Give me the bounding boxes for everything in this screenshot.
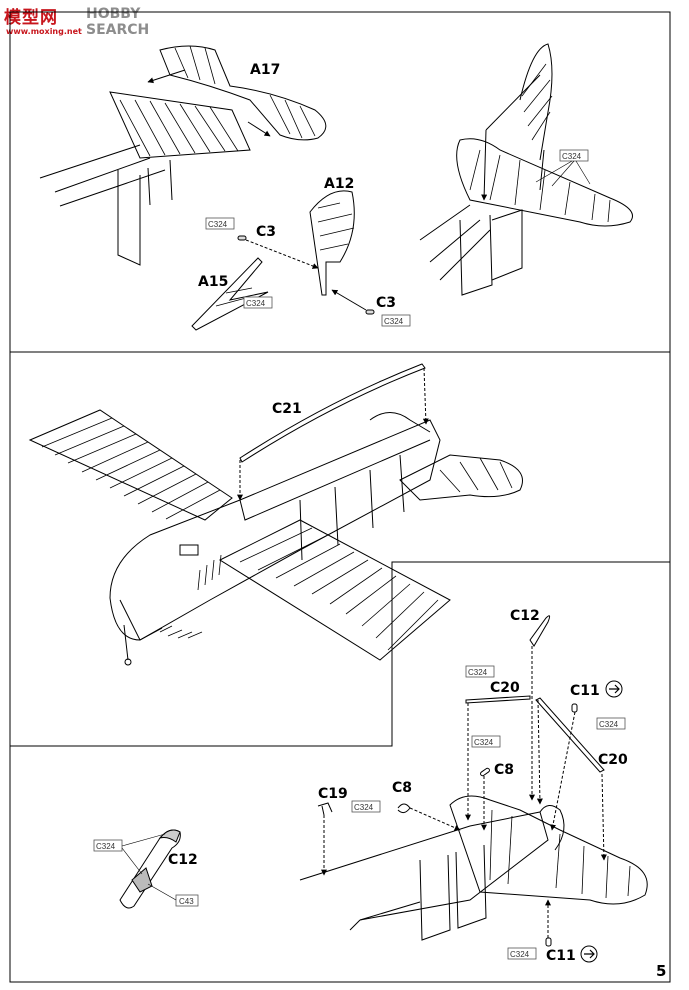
arrow-icon <box>609 684 620 694</box>
label-c3-upper: C3 <box>256 224 276 240</box>
step4-illustration <box>299 615 648 947</box>
arrow-icon <box>584 949 595 959</box>
paint-callout: C324 <box>507 947 537 960</box>
paint-callout: C324 <box>381 314 411 327</box>
watermark: 模型网 HOBBY SEARCH www.moxing.net <box>4 3 164 43</box>
label-c12: C12 <box>510 608 540 624</box>
paint-code: C324 <box>96 842 116 851</box>
paint-code: C324 <box>510 950 530 959</box>
paint-callout: C324 <box>559 149 589 162</box>
paint-callout: C324 <box>93 839 123 852</box>
label-a12: A12 <box>324 176 354 192</box>
paint-code: C43 <box>179 897 194 906</box>
step2-illustration <box>419 43 633 296</box>
step3-labels: C21 <box>272 401 302 417</box>
detail-labels: C12 C324 C43 <box>93 833 199 907</box>
label-c12-detail: C12 <box>168 852 198 868</box>
detail-illustration <box>119 829 181 909</box>
paint-callout: C43 <box>175 894 199 907</box>
label-c20-right: C20 <box>598 752 628 768</box>
label-c20-left: C20 <box>490 680 520 696</box>
step1-illustration <box>39 45 375 331</box>
label-c8-mast: C8 <box>494 762 514 778</box>
paint-callout: C324 <box>471 735 501 748</box>
watermark-brand: HOBBY SEARCH <box>86 6 150 38</box>
label-c11-upper: C11 <box>570 683 600 699</box>
label-c8-hook: C8 <box>392 780 412 796</box>
paint-callout: C324 <box>205 217 235 230</box>
label-c19: C19 <box>318 786 348 802</box>
label-c3-lower: C3 <box>376 295 396 311</box>
label-a15: A15 <box>198 274 228 290</box>
paint-callout: C324 <box>243 296 273 309</box>
step3-illustration <box>28 363 523 666</box>
label-a17: A17 <box>250 62 280 78</box>
watermark-url: www.moxing.net <box>6 27 82 36</box>
paint-code: C324 <box>468 668 488 677</box>
step2-labels: C324 <box>535 149 591 187</box>
page-frame <box>9 11 671 983</box>
paint-code: C324 <box>354 803 374 812</box>
step1-labels: A17 A12 C3 A15 C3 C324 C324 C324 <box>198 62 411 327</box>
paint-code: C324 <box>208 220 228 229</box>
paint-callout: C324 <box>351 800 381 813</box>
paint-callout: C324 <box>596 717 626 730</box>
step4-labels: C12 C20 C11 C20 C8 C8 C19 C11 C324 C324 … <box>318 608 628 964</box>
watermark-logo: 模型网 <box>4 8 58 28</box>
label-c11-lower: C11 <box>546 948 576 964</box>
paint-code: C324 <box>562 152 582 161</box>
paint-code: C324 <box>599 720 619 729</box>
paint-callout: C324 <box>465 665 495 678</box>
paint-code: C324 <box>384 317 404 326</box>
paint-code: C324 <box>246 299 266 308</box>
paint-code: C324 <box>474 738 494 747</box>
label-c21: C21 <box>272 401 302 417</box>
page-number: 5 <box>656 962 667 980</box>
